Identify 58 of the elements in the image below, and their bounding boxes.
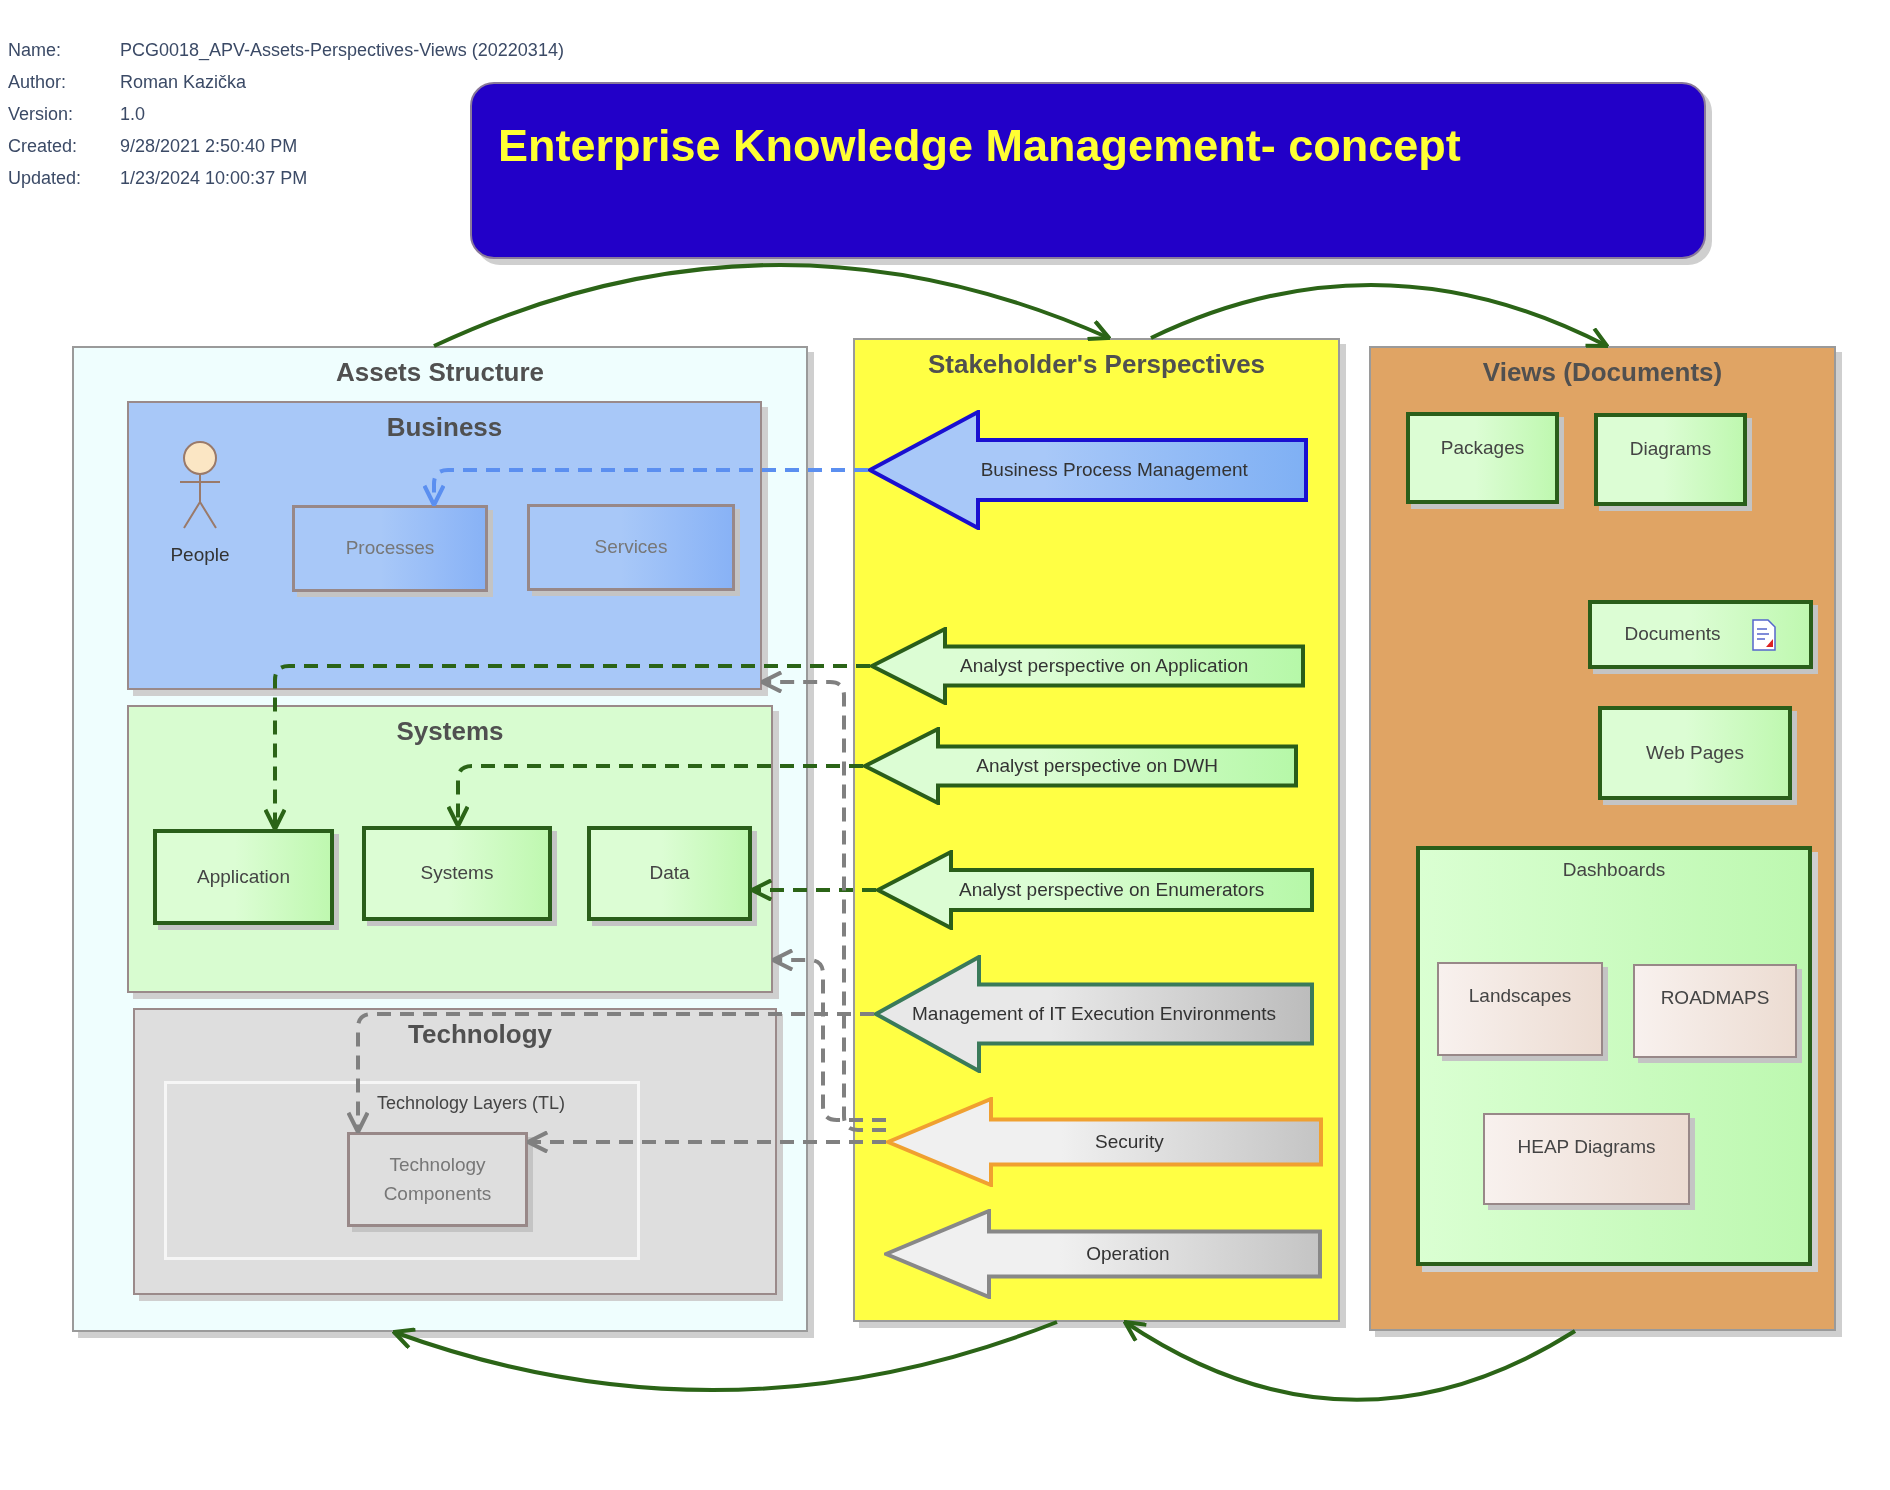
metadata-value: 1/23/2024 10:00:37 PM — [120, 167, 309, 190]
metadata-value: Roman Kazička — [120, 71, 248, 94]
box-label: Diagrams — [1629, 437, 1712, 461]
arrow-label: Analyst perspective on DWH — [975, 754, 1220, 778]
pointer-shape — [886, 1097, 1323, 1187]
metadata-value: PCG0018_APV-Assets-Perspectives-Views (20220314) — [120, 39, 564, 62]
box-label: Systems — [420, 861, 494, 886]
group-heading: Technology — [407, 1018, 553, 1051]
pointer-shape — [868, 410, 1308, 530]
box-label: Services — [594, 535, 668, 560]
arrow-label: Operation — [1085, 1242, 1171, 1266]
group-heading: Systems — [395, 715, 505, 748]
group-heading: Dashboards — [1561, 858, 1667, 882]
dashed-arrow — [346, 1012, 874, 1135]
dashed-arrow — [263, 664, 870, 832]
metadata-value: 1.0 — [120, 103, 147, 126]
group-panel — [164, 1081, 640, 1260]
arrow-label: Security — [1094, 1130, 1165, 1154]
dashed-arrow — [446, 764, 863, 829]
arrow-label: Analyst perspective on Application — [958, 654, 1250, 678]
curved-arrow — [1122, 1319, 1576, 1402]
dashed-arrow — [749, 878, 876, 902]
group-heading: Assets Structure — [334, 356, 546, 389]
curved-arrow — [433, 263, 1112, 348]
pointer-shape — [863, 727, 1298, 805]
dashed-arrow — [770, 948, 886, 1122]
box-label: ROADMAPS — [1660, 986, 1770, 1010]
curved-arrow — [391, 1320, 1058, 1392]
arrow-label: Management of IT Execution Environments — [911, 1002, 1277, 1026]
box-label: Application — [197, 864, 290, 889]
actor-label: People — [169, 544, 231, 566]
metadata-key: Version: — [8, 102, 120, 126]
curved-arrow — [1150, 283, 1610, 349]
box-label: Technology Components — [382, 1153, 493, 1206]
dashed-arrow — [525, 1130, 886, 1154]
group-heading: Stakeholder's Perspectives — [926, 348, 1267, 381]
arrow-label: Analyst perspective on Enumerators — [958, 878, 1266, 902]
group-heading: Views (Documents) — [1481, 356, 1724, 389]
dashed-arrow — [759, 670, 886, 1132]
pointer-shape — [884, 1209, 1322, 1299]
dashed-arrow — [422, 468, 868, 508]
arrow-label: Business Process Management — [979, 458, 1249, 482]
box-label: Documents — [1624, 622, 1721, 647]
box-label: HEAP Diagrams — [1517, 1135, 1656, 1159]
group-heading: Technology Layers (TL) — [377, 1092, 567, 1115]
box-label: Data — [649, 861, 690, 886]
group-heading: Business — [385, 411, 504, 444]
metadata-key: Created: — [8, 134, 120, 158]
pointer-shape — [870, 627, 1305, 705]
box-label: Web Pages — [1646, 740, 1744, 765]
metadata-key: Updated: — [8, 166, 120, 190]
box-label: Landscapes — [1468, 984, 1572, 1008]
box-label: Packages — [1440, 436, 1525, 460]
pointer-shape — [876, 850, 1314, 930]
pointer-shape — [874, 955, 1314, 1073]
box-label: Processes — [345, 536, 435, 561]
metadata-key: Name: — [8, 38, 120, 62]
metadata-key: Author: — [8, 70, 120, 94]
